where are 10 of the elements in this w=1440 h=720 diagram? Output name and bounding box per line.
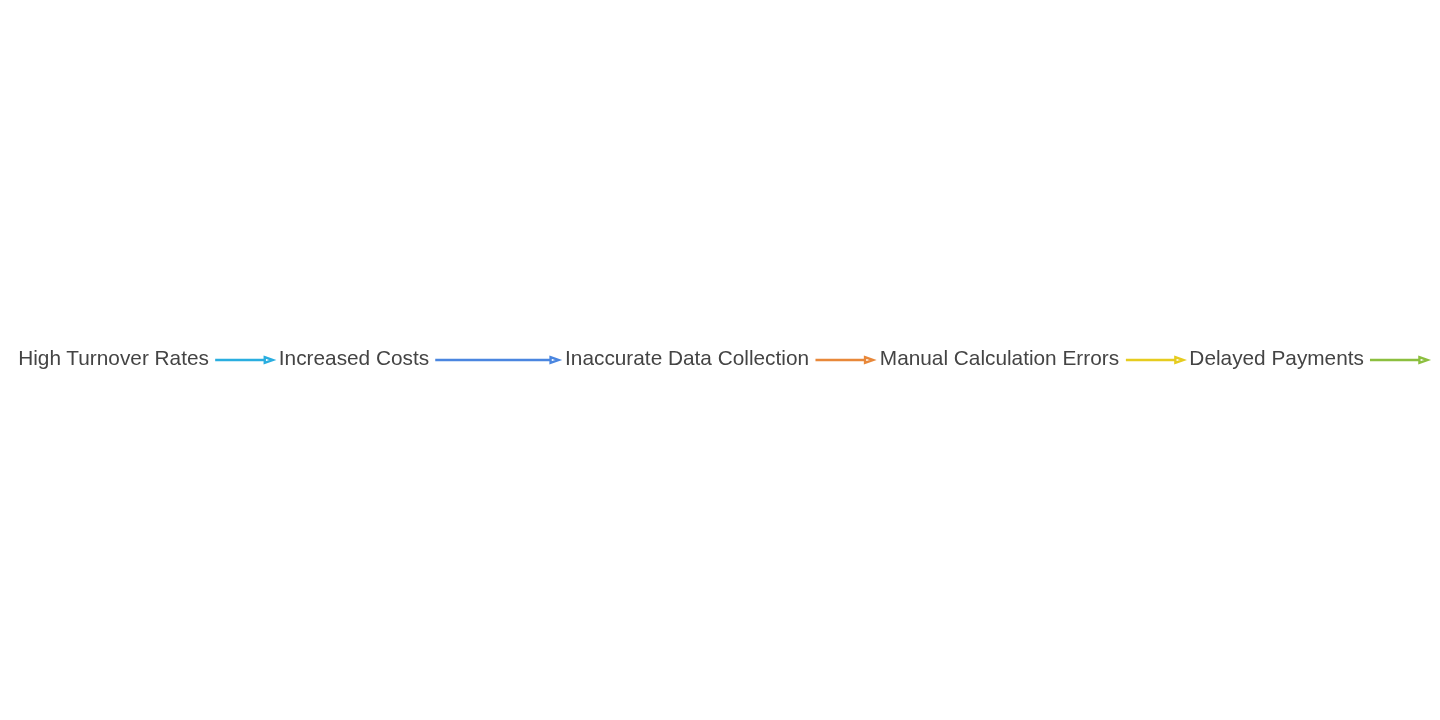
node-text: High Turnover Rates	[18, 346, 209, 370]
arrow	[815, 355, 877, 365]
arrow	[1370, 355, 1432, 365]
node-text: Delayed Payments	[1189, 346, 1364, 370]
node-text: Inaccurate Data Collection	[565, 346, 810, 370]
arrow	[215, 355, 277, 365]
arrow	[435, 355, 563, 365]
arrow	[1125, 355, 1187, 365]
node-text: Increased Costs	[278, 346, 430, 370]
node-text: Manual Calculation Errors	[879, 346, 1120, 370]
